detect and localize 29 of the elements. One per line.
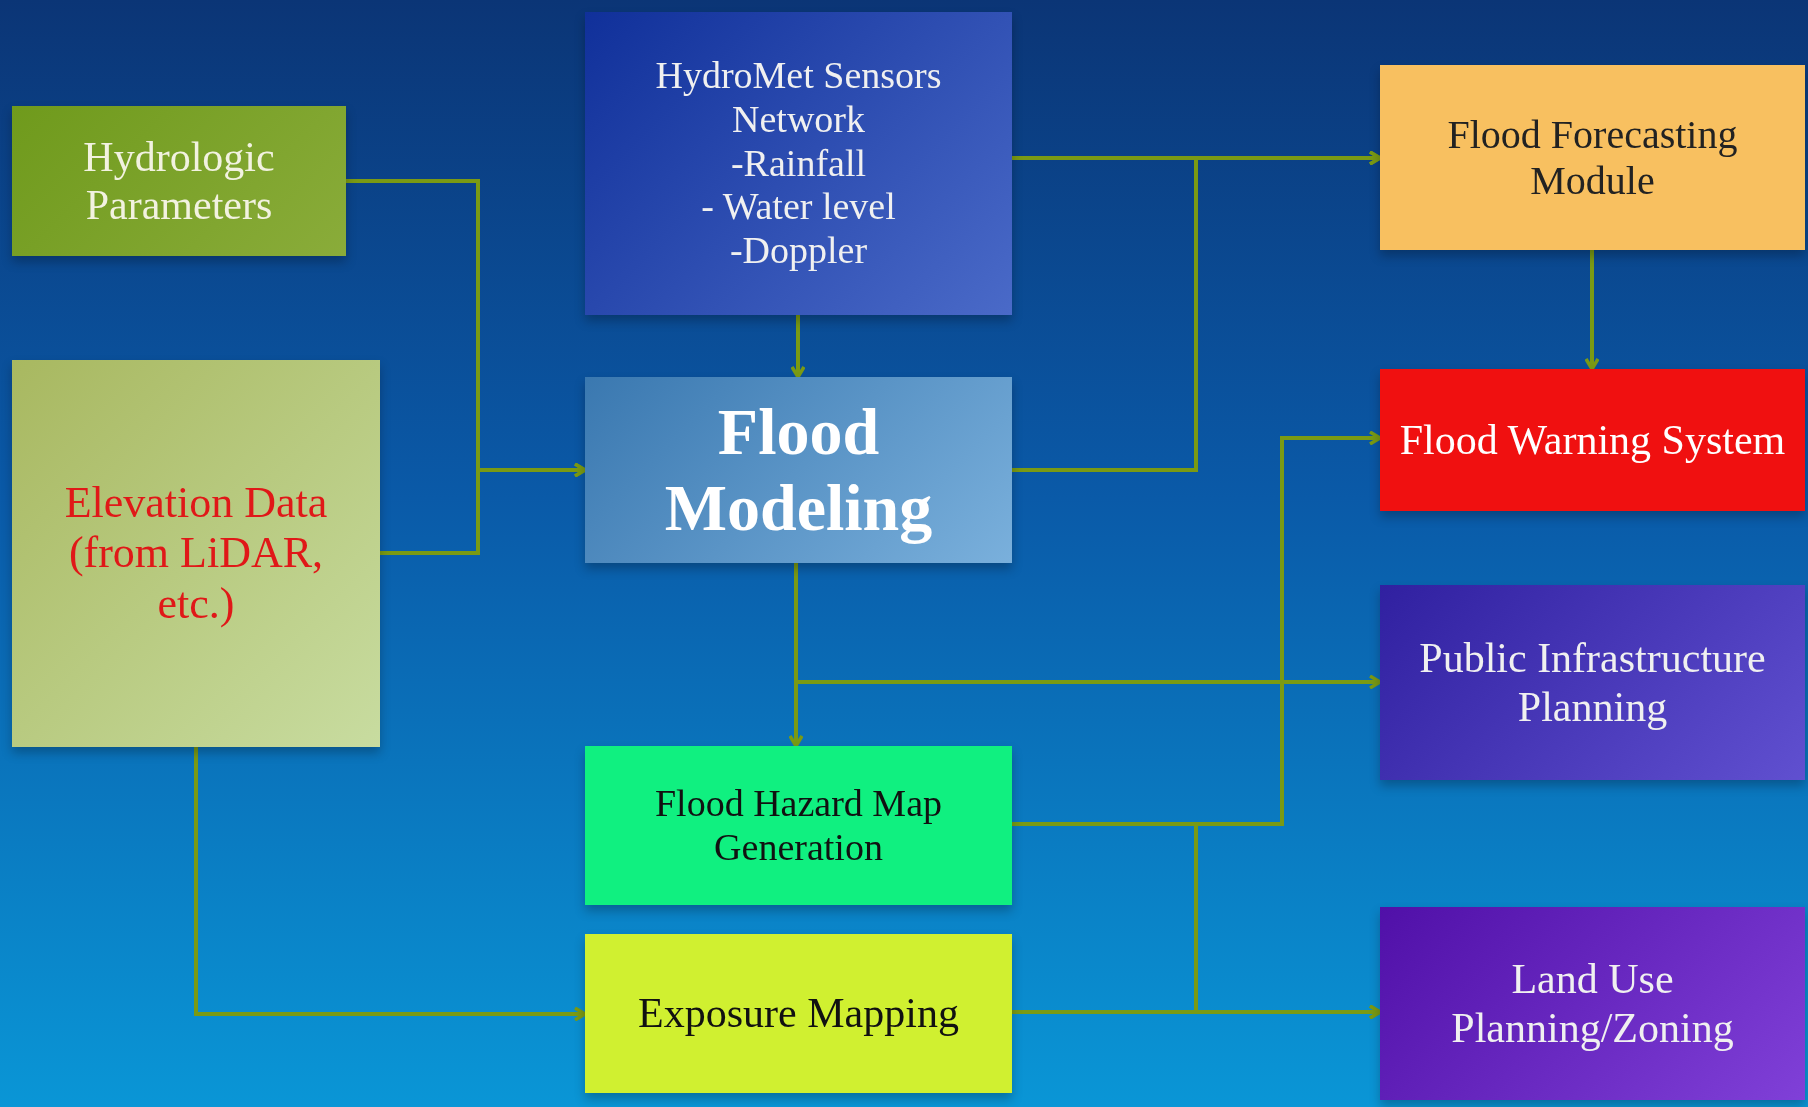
process-box [1380,369,1805,511]
list-item: -Doppler [728,229,869,273]
box-label: HydroMet Sensors Network [654,54,943,142]
arrow [790,315,806,379]
process-box [1380,65,1805,250]
arrow [194,747,587,1022]
arrow [1012,1004,1382,1020]
box-label: Public Infrastructure Planning [1418,634,1767,731]
arrow [1012,150,1382,472]
list-item: -Rainfall [729,141,868,186]
list-item: - Water level [700,185,897,230]
arrow [1584,250,1600,371]
process-box [12,106,346,256]
box-label: Flood Warning System [1398,415,1787,465]
process-box [585,934,1012,1093]
arrow [380,462,587,555]
process-box [585,746,1012,905]
box-label: Exposure Mapping [637,989,960,1038]
process-box [1380,585,1805,780]
box-label: Land Use Planning/Zoning [1450,955,1735,1052]
process-box [12,360,380,747]
process-box [585,377,1012,563]
box-label: Elevation Data (from LiDAR, etc.) [63,477,329,630]
box-label: Flood Hazard Map Generation [653,781,943,870]
box-label: Hydrologic Parameters [82,132,276,230]
box-label: Flood Forecasting Module [1446,111,1739,204]
box-label: Flood Modeling [663,394,934,546]
process-box [585,12,1012,315]
process-box [1380,907,1805,1100]
